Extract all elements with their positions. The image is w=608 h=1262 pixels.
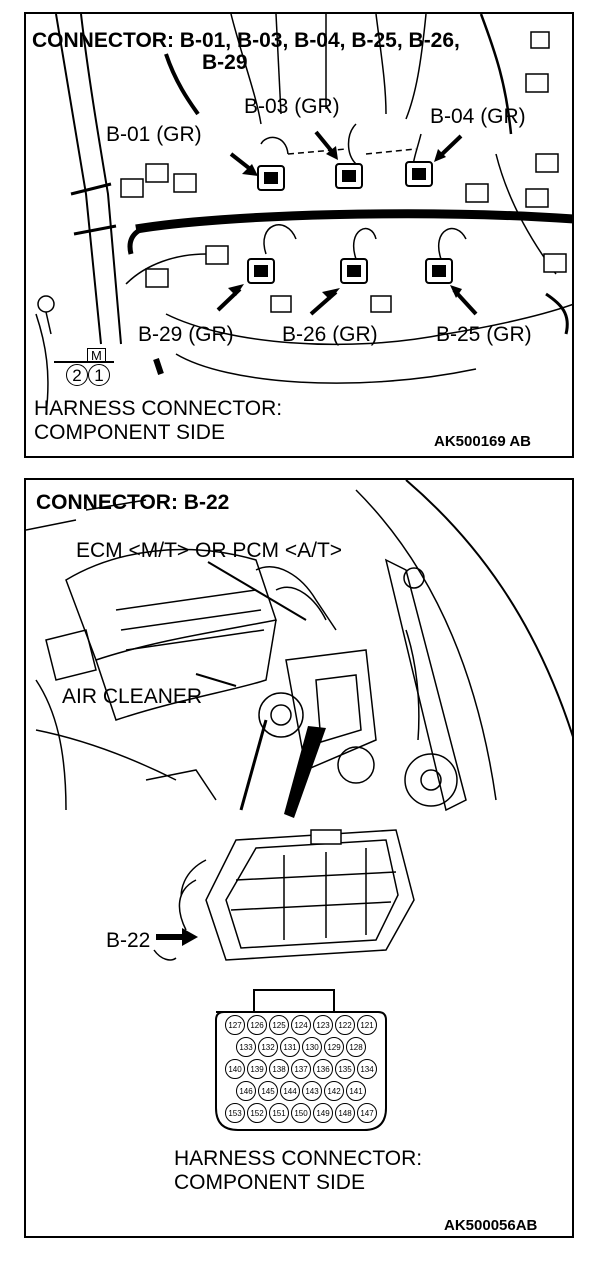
connector-pin: 133 <box>236 1037 256 1057</box>
label-b04: B-04 (GR) <box>430 105 526 128</box>
panel1-footer-line1: HARNESS CONNECTOR: <box>34 397 283 420</box>
connector-pin: 135 <box>335 1059 355 1079</box>
connector-pin: 147 <box>357 1103 377 1123</box>
connector-pin: 136 <box>313 1059 333 1079</box>
connector-pin: 137 <box>291 1059 311 1079</box>
connector-pin: 122 <box>335 1015 355 1035</box>
connector-pin: 125 <box>269 1015 289 1035</box>
connector-pin: 148 <box>335 1103 355 1123</box>
label-b29: B-29 (GR) <box>138 323 234 346</box>
mini-connector-pin: 2 <box>66 364 88 386</box>
b22-label: B-22 <box>106 929 151 952</box>
connector-pin: 140 <box>225 1059 245 1079</box>
connector-pin: 149 <box>313 1103 333 1123</box>
connector-pin: 138 <box>269 1059 289 1079</box>
connector-pin: 142 <box>324 1081 344 1101</box>
connector-pin: 143 <box>302 1081 322 1101</box>
label-b26: B-26 (GR) <box>282 323 378 346</box>
connector-pin: 152 <box>247 1103 267 1123</box>
connector-pin: 144 <box>280 1081 300 1101</box>
connector-pin: 130 <box>302 1037 322 1057</box>
connector-pin: 121 <box>357 1015 377 1035</box>
label-b25: B-25 (GR) <box>436 323 532 346</box>
connector-pin: 126 <box>247 1015 267 1035</box>
connector-pin: 150 <box>291 1103 311 1123</box>
connector-pin: 127 <box>225 1015 245 1035</box>
connector-pin: 141 <box>346 1081 366 1101</box>
label-b03: B-03 (GR) <box>244 95 340 118</box>
connector-pin: 124 <box>291 1015 311 1035</box>
panel2-title: CONNECTOR: B-22 <box>36 491 230 514</box>
connector-pin: 146 <box>236 1081 256 1101</box>
mini-connector-pin: 1 <box>88 364 110 386</box>
panel1-title-line1: CONNECTOR: B-01, B-03, B-04, B-25, B-26, <box>32 29 460 52</box>
connector-pin: 129 <box>324 1037 344 1057</box>
connector-pin: 153 <box>225 1103 245 1123</box>
panel1-footer-line2: COMPONENT SIDE <box>34 421 225 444</box>
engine-harness-panel: CONNECTOR: B-01, B-03, B-04, B-25, B-26,… <box>24 12 574 458</box>
connector-pin: 151 <box>269 1103 289 1123</box>
panel1-title-line2: B-29 <box>202 51 248 74</box>
connector-pin: 139 <box>247 1059 267 1079</box>
ecm-connector-panel: CONNECTOR: B-22 ECM <M/T> OR PCM <A/T> A… <box>24 478 574 1238</box>
connector-pin: 128 <box>346 1037 366 1057</box>
mini-connector: M 2 1 <box>54 348 114 396</box>
connector-pin: 134 <box>357 1059 377 1079</box>
connector-pin: 132 <box>258 1037 278 1057</box>
connector-pin: 131 <box>280 1037 300 1057</box>
ecm-pcm-label: ECM <M/T> OR PCM <A/T> <box>76 539 343 562</box>
engine-harness-illustration <box>35 14 572 415</box>
panel2-figure-code: AK500056AB <box>444 1217 538 1234</box>
panel2-footer-line1: HARNESS CONNECTOR: <box>174 1147 423 1170</box>
panel2-footer-line2: COMPONENT SIDE <box>174 1171 365 1194</box>
label-b01: B-01 (GR) <box>106 123 202 146</box>
connector-pin: 123 <box>313 1015 333 1035</box>
connector-pin: 145 <box>258 1081 278 1101</box>
panel1-figure-code: AK500169 AB <box>434 433 531 450</box>
air-cleaner-label: AIR CLEANER <box>62 685 203 708</box>
